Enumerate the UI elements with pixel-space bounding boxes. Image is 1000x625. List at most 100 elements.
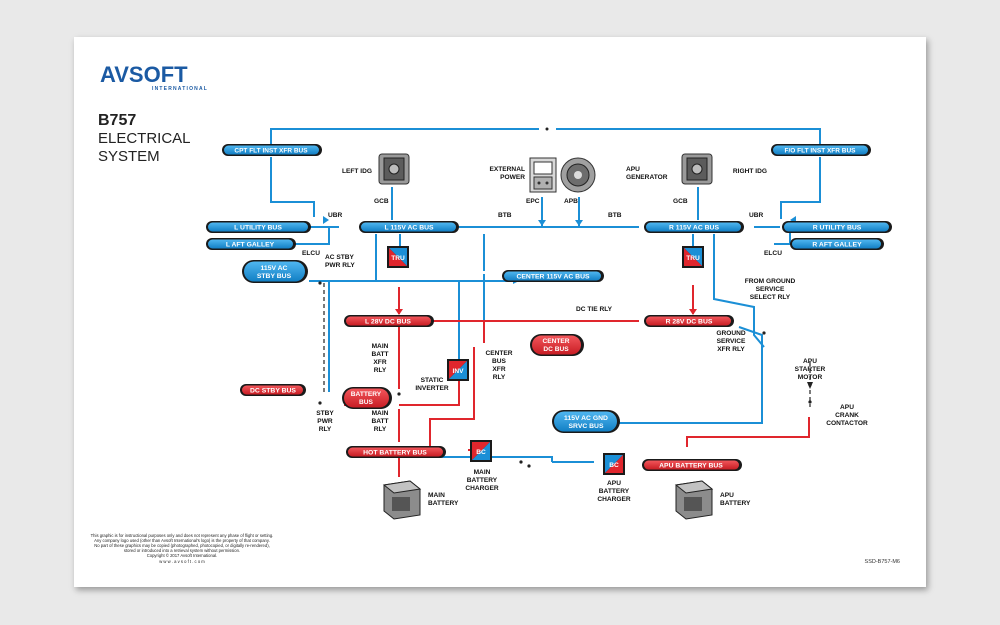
svg-text:BATT: BATT — [371, 351, 388, 358]
bus-r-115v-ac: R 115V AC BUS — [644, 221, 744, 233]
svg-text:SRVC BUS: SRVC BUS — [569, 423, 604, 430]
page-subtitle-1: ELECTRICAL — [98, 130, 191, 147]
svg-text:INVERTER: INVERTER — [415, 385, 449, 392]
svg-text:R 28V DC BUS: R 28V DC BUS — [666, 319, 713, 326]
svg-text:CENTER: CENTER — [485, 350, 512, 357]
svg-text:XFR: XFR — [373, 359, 386, 366]
relay-contacts — [318, 127, 812, 468]
svg-text:No part of these graphics may: No part of these graphics may be copied … — [94, 543, 270, 548]
svg-text:BTB: BTB — [608, 212, 622, 219]
bus-apu-battery: APU BATTERY BUS — [642, 459, 742, 471]
svg-text:CENTER: CENTER — [542, 338, 569, 345]
bus-l-115v-ac: L 115V AC BUS — [359, 221, 459, 233]
svg-text:w w w . a v s o f t . c o m: w w w . a v s o f t . c o m — [159, 559, 205, 564]
svg-text:CONTACTOR: CONTACTOR — [826, 420, 868, 427]
svg-text:SELECT RLY: SELECT RLY — [750, 294, 791, 301]
svg-text:INV: INV — [453, 368, 465, 375]
avsoft-logo: AVSOFT INTERNATIONAL — [100, 62, 208, 92]
svg-text:UBR: UBR — [749, 212, 764, 219]
idg-icon — [378, 153, 410, 185]
svg-text:BUS: BUS — [492, 358, 507, 365]
svg-text:PWR RLY: PWR RLY — [325, 262, 355, 269]
svg-text:XFR RLY: XFR RLY — [717, 346, 745, 353]
schematic-labels: LEFT IDG RIGHT IDG EXTERNAL POWER APU GE… — [302, 166, 868, 507]
svg-text:DC STBY BUS: DC STBY BUS — [250, 388, 296, 395]
svg-text:APU: APU — [803, 358, 817, 365]
page-subtitle-2: SYSTEM — [98, 148, 160, 165]
bus-fo-flt: F/O FLT INST XFR BUS — [771, 144, 871, 156]
svg-text:TRU: TRU — [391, 255, 405, 262]
svg-text:TRU: TRU — [686, 255, 700, 262]
svg-text:CRANK: CRANK — [835, 412, 859, 419]
static-inverter: INV — [447, 359, 469, 381]
svg-text:STATIC: STATIC — [421, 377, 444, 384]
main-battery-charger: BC — [470, 440, 492, 462]
svg-text:EPC: EPC — [526, 198, 540, 205]
svg-text:APB: APB — [564, 198, 578, 205]
bus-hot-battery: HOT BATTERY BUS — [346, 446, 446, 458]
svg-text:GCB: GCB — [673, 198, 688, 205]
svg-text:ELCU: ELCU — [302, 250, 320, 257]
svg-text:STBY: STBY — [316, 410, 334, 417]
svg-text:AC STBY: AC STBY — [325, 254, 355, 261]
svg-text:Any company logo used (other t: Any company logo used (other than Avsoft… — [94, 538, 270, 543]
svg-text:F/O FLT INST XFR BUS: F/O FLT INST XFR BUS — [784, 148, 856, 155]
svg-text:DC BUS: DC BUS — [543, 346, 569, 353]
apu-battery-charger: BC — [603, 453, 625, 475]
svg-text:MAIN: MAIN — [372, 410, 389, 417]
bus-cpt-flt: CPT FLT INST XFR BUS — [222, 144, 322, 156]
bus-115v-ac-stby: 115V AC STBY BUS — [242, 260, 308, 283]
svg-text:AVSOFT: AVSOFT — [100, 62, 188, 87]
svg-text:CHARGER: CHARGER — [597, 496, 631, 503]
diagram-sheet: AVSOFT INTERNATIONAL B757 ELECTRICAL SYS… — [74, 37, 926, 587]
bus-l-utility: L UTILITY BUS — [206, 221, 311, 233]
svg-text:ELCU: ELCU — [764, 250, 782, 257]
bus-r-28v-dc: R 28V DC BUS — [644, 315, 734, 327]
svg-text:APU: APU — [607, 480, 621, 487]
svg-text:RLY: RLY — [374, 367, 387, 374]
svg-text:BC: BC — [609, 462, 619, 469]
doc-id: SSD-B757-M6 — [865, 559, 900, 565]
svg-text:STARTER: STARTER — [795, 366, 826, 373]
external-power-icon — [529, 157, 557, 193]
svg-text:R UTILITY BUS: R UTILITY BUS — [813, 225, 862, 232]
bus-center-115v-ac: CENTER 115V AC BUS — [502, 270, 604, 282]
svg-text:LEFT IDG: LEFT IDG — [342, 168, 372, 175]
svg-text:BATTERY: BATTERY — [351, 391, 382, 398]
svg-text:UBR: UBR — [328, 212, 343, 219]
svg-text:INTERNATIONAL: INTERNATIONAL — [152, 86, 208, 92]
svg-text:L AFT GALLEY: L AFT GALLEY — [226, 242, 275, 249]
svg-text:XFR: XFR — [492, 366, 505, 373]
page-title: B757 — [98, 112, 136, 129]
battery-icon — [674, 480, 714, 520]
svg-text:SERVICE: SERVICE — [717, 338, 746, 345]
svg-text:STBY BUS: STBY BUS — [257, 273, 292, 280]
svg-text:BATTERY: BATTERY — [467, 477, 498, 484]
svg-text:PWR: PWR — [317, 418, 333, 425]
arrowheads-red — [395, 309, 697, 315]
svg-text:MAIN: MAIN — [428, 492, 445, 499]
svg-text:Copyright © 2017 Avsoft Intern: Copyright © 2017 Avsoft International. — [147, 553, 218, 558]
bus-battery: BATTERY BUS — [342, 387, 392, 409]
svg-text:R AFT GALLEY: R AFT GALLEY — [812, 242, 862, 249]
svg-text:BUS: BUS — [359, 399, 374, 406]
bus-l-28v-dc: L 28V DC BUS — [344, 315, 434, 327]
svg-text:GENERATOR: GENERATOR — [626, 174, 668, 181]
svg-text:RLY: RLY — [319, 426, 332, 433]
svg-text:L 28V DC BUS: L 28V DC BUS — [365, 319, 411, 326]
starter-arrow — [807, 382, 813, 389]
svg-text:FROM GROUND: FROM GROUND — [745, 278, 796, 285]
svg-text:SERVICE: SERVICE — [756, 286, 785, 293]
svg-text:CENTER 115V AC BUS: CENTER 115V AC BUS — [516, 274, 589, 281]
svg-text:L 115V AC BUS: L 115V AC BUS — [384, 225, 434, 232]
idg-icon — [681, 153, 713, 185]
svg-text:This graphic is for instructio: This graphic is for instructional purpos… — [91, 533, 274, 538]
bus-r-utility: R UTILITY BUS — [782, 221, 892, 233]
apu-generator-icon — [560, 157, 596, 193]
svg-text:DC TIE RLY: DC TIE RLY — [576, 306, 613, 313]
svg-text:RLY: RLY — [493, 374, 506, 381]
tru-right: TRU — [682, 246, 704, 268]
footer-disclaimer: This graphic is for instructional purpos… — [91, 533, 274, 564]
svg-text:BATTERY: BATTERY — [720, 500, 751, 507]
svg-text:BC: BC — [476, 449, 486, 456]
